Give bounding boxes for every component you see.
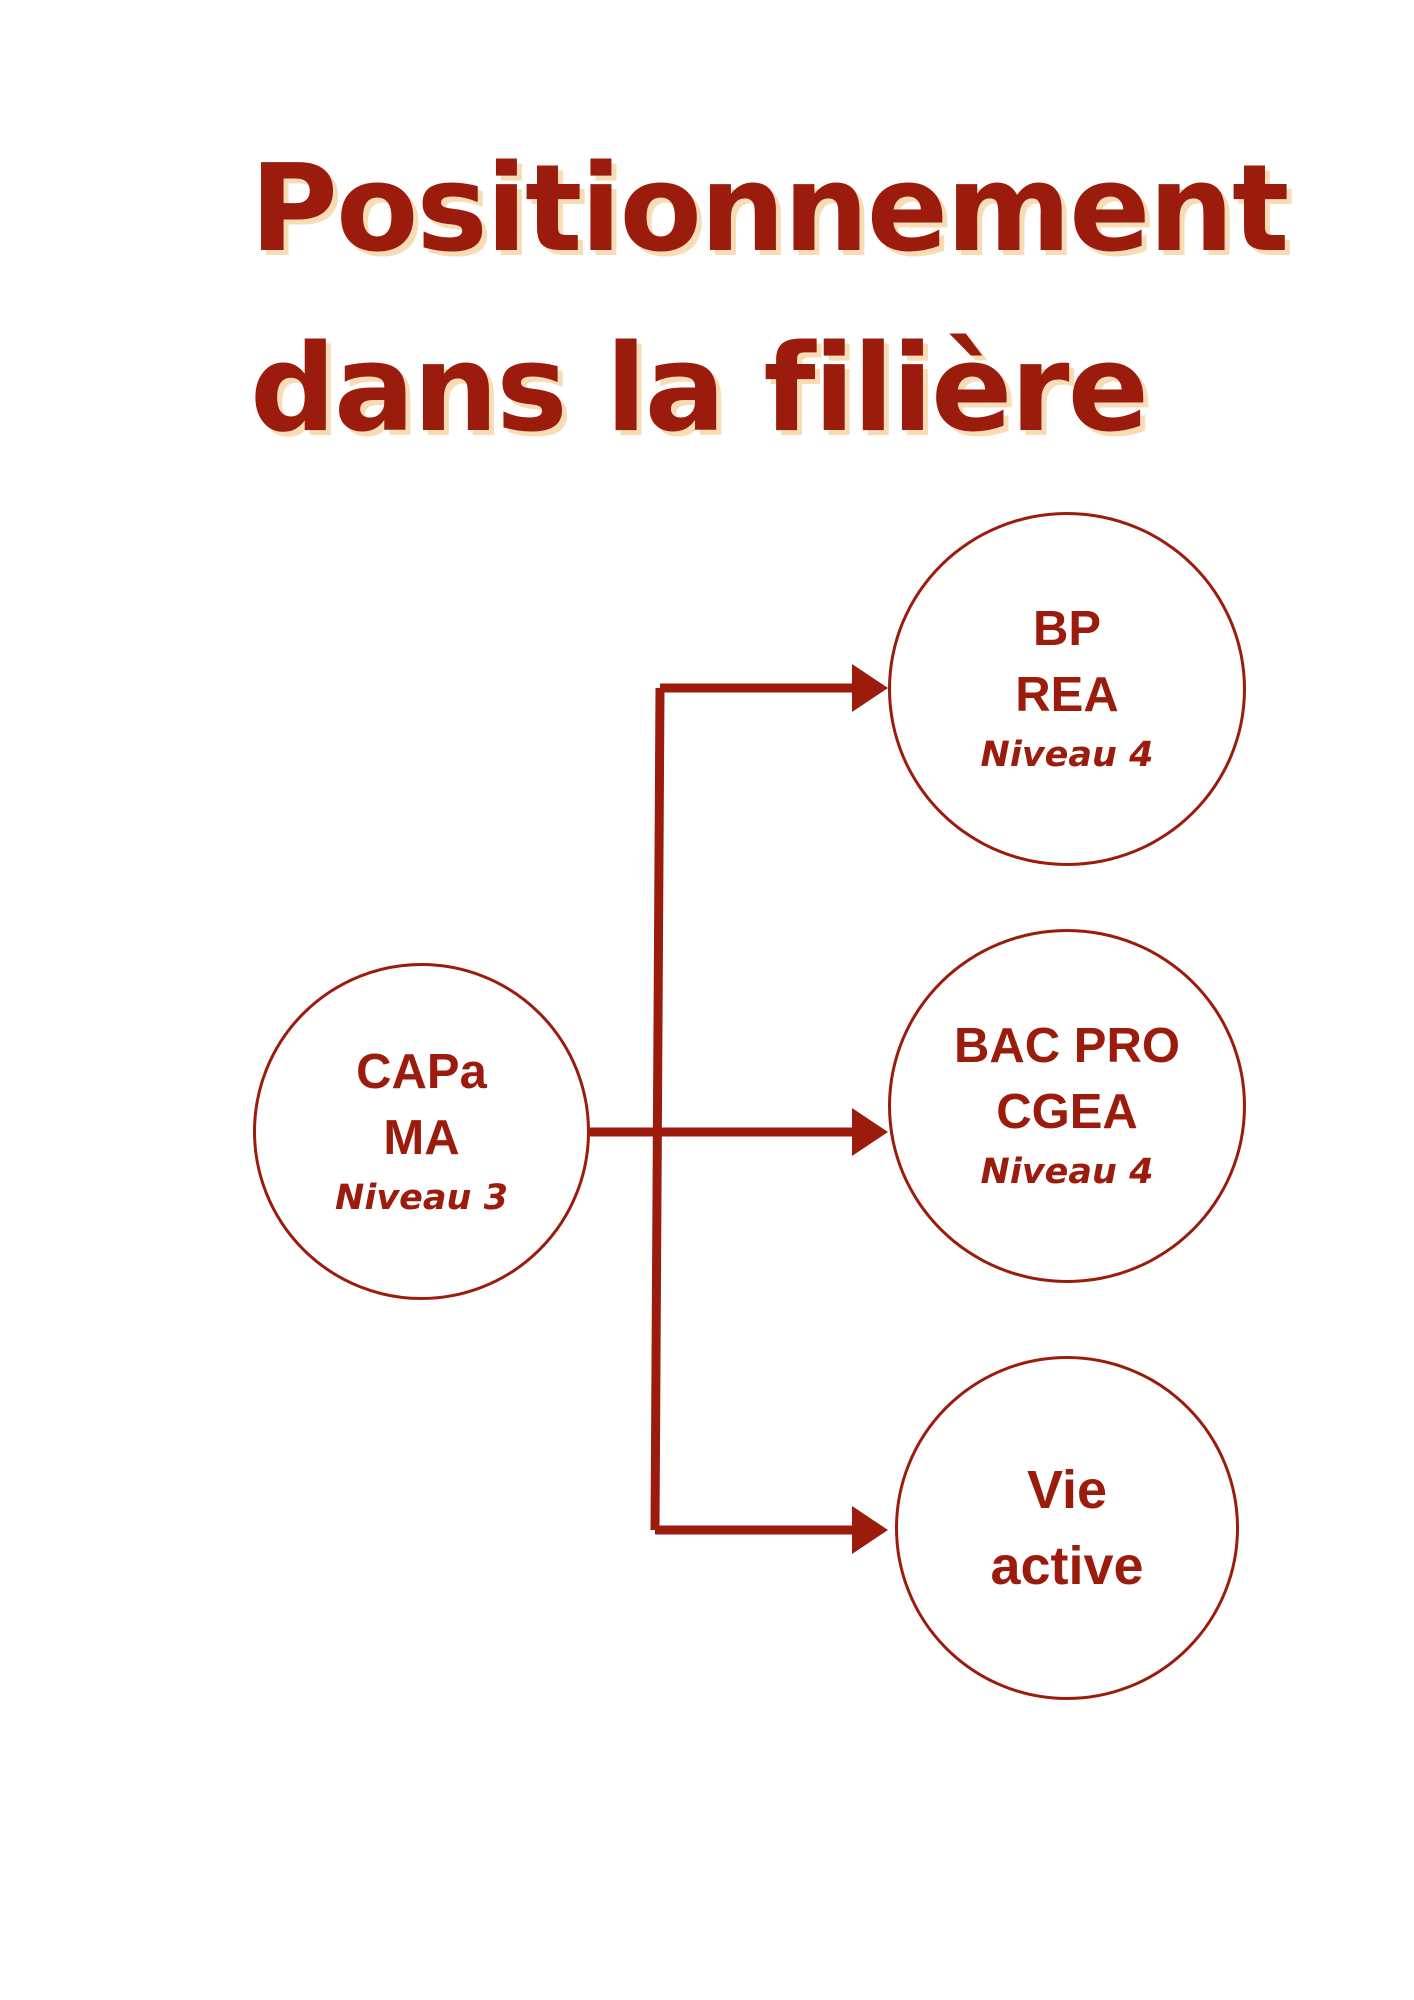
node-capa-ma: CAPa MA Niveau 3: [253, 963, 590, 1300]
node-bac-pro-line-2: CGEA: [996, 1085, 1138, 1139]
node-vie-active-line-2: active: [990, 1536, 1144, 1596]
node-bp-rea-level: Niveau 4: [980, 735, 1154, 775]
node-bac-pro-cgea: BAC PRO CGEA Niveau 4: [888, 929, 1246, 1283]
node-capa-ma-level: Niveau 3: [335, 1177, 508, 1218]
page-title: Positionnement dans la filière: [250, 120, 1289, 480]
title-line-2: dans la filière: [250, 320, 1149, 459]
connector-trunk: [590, 687, 665, 1531]
arrowhead-vie-active: [852, 1506, 888, 1554]
arrowhead-bac-pro: [852, 1108, 888, 1156]
arrowhead-bp-rea: [852, 664, 888, 712]
node-capa-ma-line-2: MA: [383, 1110, 460, 1165]
node-capa-ma-line-1: CAPa: [356, 1044, 487, 1099]
node-bac-pro-line-1: BAC PRO: [954, 1019, 1180, 1073]
node-vie-active: Vie active: [895, 1356, 1239, 1700]
node-bp-rea-line-1: BP: [1032, 602, 1102, 656]
node-bp-rea: BP REA Niveau 4: [888, 512, 1246, 866]
node-bp-rea-line-2: REA: [1015, 668, 1119, 722]
node-bac-pro-level: Niveau 4: [980, 1152, 1154, 1192]
node-vie-active-line-1: Vie: [1026, 1460, 1108, 1520]
title-line-1: Positionnement: [250, 140, 1289, 279]
